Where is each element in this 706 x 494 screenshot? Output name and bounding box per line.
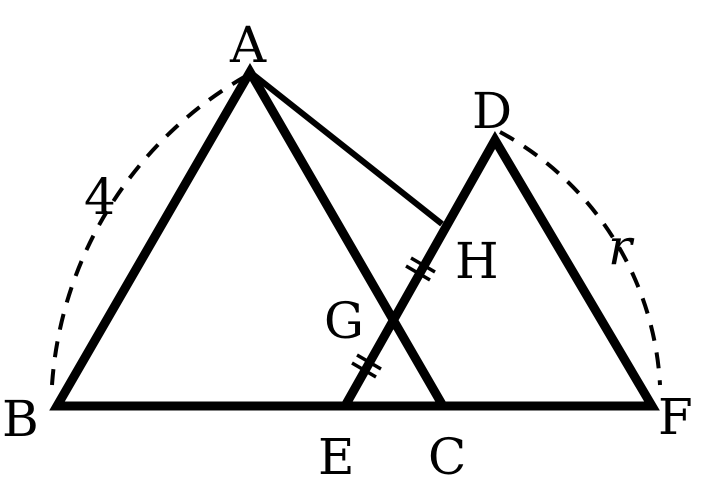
arc-df (499, 130, 662, 386)
label-g: G (324, 292, 364, 350)
tick-marks-eg-gh (351, 256, 436, 379)
arc-label-r: r (608, 218, 635, 276)
label-d: D (472, 82, 512, 140)
arc-label-4: 4 (84, 168, 116, 226)
label-f: F (658, 388, 693, 446)
label-h: H (455, 232, 499, 290)
label-e: E (318, 428, 355, 486)
label-b: B (2, 390, 39, 448)
label-a: A (229, 16, 267, 74)
segment-ah (248, 69, 444, 227)
label-c: C (428, 428, 466, 486)
triangle-abc (49, 63, 451, 411)
